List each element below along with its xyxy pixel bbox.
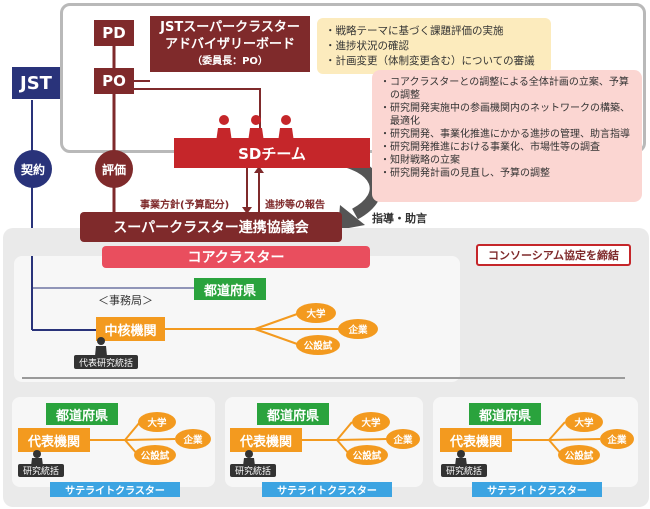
sd-team-label: SDチーム: [238, 144, 306, 163]
contract-label: 契約: [20, 162, 45, 177]
core-prefecture-label: 都道府県: [203, 283, 256, 299]
satellite-company-label: 企業: [607, 435, 627, 446]
board-note: 計画変更（体制変更含む）についての審議: [325, 54, 543, 69]
secretariat-label: ＜事務局＞: [98, 294, 153, 307]
satellite-researcher-label: 研究統括: [445, 467, 482, 477]
satellite-rep-org: 代表機関: [230, 428, 302, 452]
core-university-label: 大学: [306, 309, 326, 320]
satellite-cluster-label-text: サテライトクラスター: [487, 486, 587, 497]
contract-badge: 契約: [14, 150, 52, 188]
advisory-board: JSTスーパークラスター アドバイザリーボード （委員長：PO）: [150, 16, 310, 72]
core-company: 企業: [338, 319, 378, 339]
sd-notes: コアクラスターとの調整による全体計画の立案、予算の調整 研究開発実施中の参画機関…: [372, 70, 642, 202]
satellite-public-lab-label: 公設試: [140, 451, 170, 462]
satellite-public-lab: 公設試: [134, 445, 176, 465]
satellite-prefecture-label: 都道府県: [55, 408, 108, 424]
satellite-university-label: 大学: [147, 418, 167, 429]
satellite-cluster-label-text: サテライトクラスター: [277, 486, 377, 497]
council-box: スーパークラスター連携協議会: [80, 212, 342, 242]
satellite-prefecture: 都道府県: [469, 403, 541, 425]
satellite-company-label: 企業: [183, 435, 203, 446]
satellite-cluster-label: サテライトクラスター: [472, 482, 602, 497]
jst-label: JST: [20, 72, 52, 94]
satellite-cluster-label: サテライトクラスター: [262, 482, 392, 497]
satellite-company-label: 企業: [393, 435, 413, 446]
policy-label: 事業方針(予算配分): [140, 200, 230, 211]
satellite-lines: [512, 421, 601, 456]
satellite-prefecture: 都道府県: [257, 403, 329, 425]
sd-note: コアクラスターとの調整による全体計画の立案、予算の調整: [380, 76, 634, 102]
rep-researcher-text: 代表研究統括: [78, 358, 133, 369]
satellite-public-lab: 公設試: [346, 445, 388, 465]
sd-note: 研究開発推進における事業化、市場性等の調査: [380, 141, 634, 154]
satellite-rep-org: 代表機関: [440, 428, 512, 452]
po-label: PO: [102, 72, 126, 90]
satellite-company: 企業: [600, 429, 634, 449]
researcher-icon: [95, 337, 107, 356]
satellite-researcher: 研究統括: [230, 464, 276, 477]
sd-team-box: SDチーム: [174, 138, 370, 168]
sd-note: 研究開発、事業化推進にかかる進捗の管理、助言指導: [380, 128, 634, 141]
satellite-public-lab: 公設試: [558, 445, 600, 465]
po-box: PO: [94, 68, 134, 94]
advisory-board-sub: （委員長：PO）: [192, 55, 268, 67]
sd-note: 知財戦略の立案: [380, 154, 634, 167]
sd-note: 研究開発計画の見直し、予算の調整: [380, 167, 634, 180]
core-org-box: 中核機関: [96, 317, 165, 341]
evaluation-badge: 評価: [95, 150, 133, 188]
satellite-researcher-label: 研究統括: [234, 467, 271, 477]
satellite-university: 大学: [352, 412, 390, 432]
sd-note: 研究開発実施中の参画機関内のネットワークの構築、最適化: [380, 102, 634, 128]
satellite-company: 企業: [175, 429, 211, 449]
guidance-label: 指導・助言: [372, 212, 427, 225]
pd-box: PD: [94, 20, 134, 46]
core-company-label: 企業: [348, 325, 368, 336]
core-public-lab: 公設試: [296, 335, 340, 355]
core-prefecture-box: 都道府県: [194, 278, 266, 300]
core-cluster-header: コアクラスター: [102, 246, 370, 268]
satellite-university-label: 大学: [574, 418, 594, 429]
satellite-cluster-label-text: サテライトクラスター: [65, 486, 165, 497]
satellite-company: 企業: [386, 429, 420, 449]
board-notes: 戦略テーマに基づく課題評価の実施 進捗状況の確認 計画変更（体制変更含む）につい…: [317, 18, 551, 74]
satellite-prefecture: 都道府県: [46, 403, 118, 425]
satellite-university: 大学: [565, 412, 603, 432]
satellite-public-lab-label: 公設試: [352, 451, 382, 462]
satellite-rep-org-label: 代表機関: [449, 434, 502, 450]
satellite-rep-org-label: 代表機関: [239, 434, 292, 450]
satellite-public-lab-label: 公設試: [564, 451, 594, 462]
satellite-university-label: 大学: [361, 418, 381, 429]
core-org-label: 中核機関: [104, 323, 157, 339]
consortium-agreement-label: コンソーシアム協定を締結: [476, 244, 631, 266]
board-note: 戦略テーマに基づく課題評価の実施: [325, 24, 543, 39]
satellite-prefecture-label: 都道府県: [266, 408, 319, 424]
satellite-prefecture-label: 都道府県: [478, 408, 531, 424]
advisory-board-title: JSTスーパークラスター アドバイザリーボード: [160, 19, 300, 52]
satellite-researcher-label: 研究統括: [22, 467, 59, 477]
council-label: スーパークラスター連携協議会: [113, 220, 309, 236]
satellite-researcher: 研究統括: [441, 464, 487, 477]
satellite-university: 大学: [138, 412, 176, 432]
satellite-rep-org: 代表機関: [18, 428, 90, 452]
core-cluster-label: コアクラスター: [187, 250, 285, 266]
core-university: 大学: [296, 303, 336, 323]
core-public-lab-label: 公設試: [303, 341, 333, 352]
satellite-lines: [90, 421, 176, 456]
pd-label: PD: [102, 24, 126, 42]
progress-report-label: 進捗等の報告: [265, 200, 325, 211]
jst-box: JST: [12, 67, 60, 99]
satellite-cluster-label: サテライトクラスター: [50, 482, 180, 497]
satellite-rep-org-label: 代表機関: [27, 434, 80, 450]
board-note: 進捗状況の確認: [325, 39, 543, 54]
rep-researcher-label: 代表研究統括: [74, 355, 138, 369]
satellite-lines: [302, 421, 388, 456]
evaluation-label: 評価: [101, 162, 126, 177]
satellite-researcher: 研究統括: [18, 464, 64, 477]
consortium-agreement-text: コンソーシアム協定を締結: [487, 249, 619, 262]
